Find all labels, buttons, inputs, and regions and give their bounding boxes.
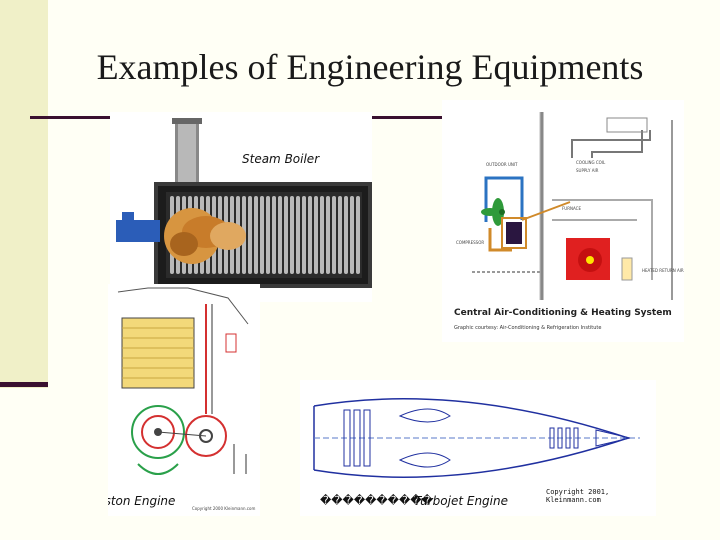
boiler-tube xyxy=(320,196,324,274)
piston-engine-diagram xyxy=(117,287,249,475)
boiler-tube xyxy=(296,196,300,274)
piston-engine-figure: Piston Engine Copyright 2000 Kleinmann.c… xyxy=(108,284,260,516)
boiler-tube xyxy=(284,196,288,274)
boiler-tube xyxy=(254,196,258,274)
turbine-stages xyxy=(549,427,579,449)
label-furnace: FURNACE xyxy=(562,206,581,211)
boiler-tube xyxy=(302,196,306,274)
central-air-caption: Central Air-Conditioning & Heating Syste… xyxy=(454,308,672,318)
boiler-tube xyxy=(290,196,294,274)
title-rule-right xyxy=(372,116,450,119)
central-air-credit: Graphic courtesy: Air-Conditioning & Ref… xyxy=(454,325,602,331)
label-outdoor-unit: OUTDOOR UNIT xyxy=(486,162,518,167)
boiler-tube xyxy=(266,196,270,274)
boiler-tube xyxy=(350,196,354,274)
steam-boiler-caption: Steam Boiler xyxy=(242,152,320,166)
boiler-tube xyxy=(338,196,342,274)
boiler-tube xyxy=(308,196,312,274)
boiler-tube xyxy=(326,196,330,274)
boiler-tube xyxy=(332,196,336,274)
label-compressor: COMPRESSOR xyxy=(456,240,484,245)
steam-boiler-figure: Steam Boiler xyxy=(110,112,372,302)
piston-engine-caption: Piston Engine xyxy=(108,494,176,508)
label-cooling-coil: COOLING COIL xyxy=(576,160,606,165)
turbojet-diagram xyxy=(313,398,640,478)
piston-engine-credit: Copyright 2000 Kleinmann.com xyxy=(192,506,256,511)
central-air-figure: OUTDOOR UNIT COOLING COIL SUPPLY AIR FUR… xyxy=(442,100,684,342)
turbojet-garbled-text: ���������� xyxy=(320,494,433,507)
turbojet-figure: ���������� Turbojet Engine Copyright 200… xyxy=(300,380,656,516)
compressor-stages xyxy=(343,409,371,467)
left-bar-edge xyxy=(0,382,48,387)
boiler-tube xyxy=(278,196,282,274)
boiler-tube xyxy=(272,196,276,274)
label-supply-air: SUPPLY AIR xyxy=(576,168,599,173)
boiler-tube xyxy=(260,196,264,274)
turbojet-caption: Turbojet Engine xyxy=(414,494,508,508)
boiler-tube xyxy=(356,196,360,274)
central-air-diagram: OUTDOOR UNIT COOLING COIL SUPPLY AIR FUR… xyxy=(456,112,684,300)
boiler-tube xyxy=(314,196,318,274)
title-rule-left xyxy=(30,116,112,119)
label-heated-return-air: HEATED RETURN AIR xyxy=(642,268,684,273)
turbojet-credit: Copyright 2001, Kleinmann.com xyxy=(546,488,610,504)
boiler-tube xyxy=(344,196,348,274)
boiler-tube xyxy=(248,196,252,274)
slide-title: Examples of Engineering Equipments xyxy=(96,47,644,87)
steam-boiler-diagram xyxy=(116,118,372,288)
left-decorative-bar xyxy=(0,0,48,388)
